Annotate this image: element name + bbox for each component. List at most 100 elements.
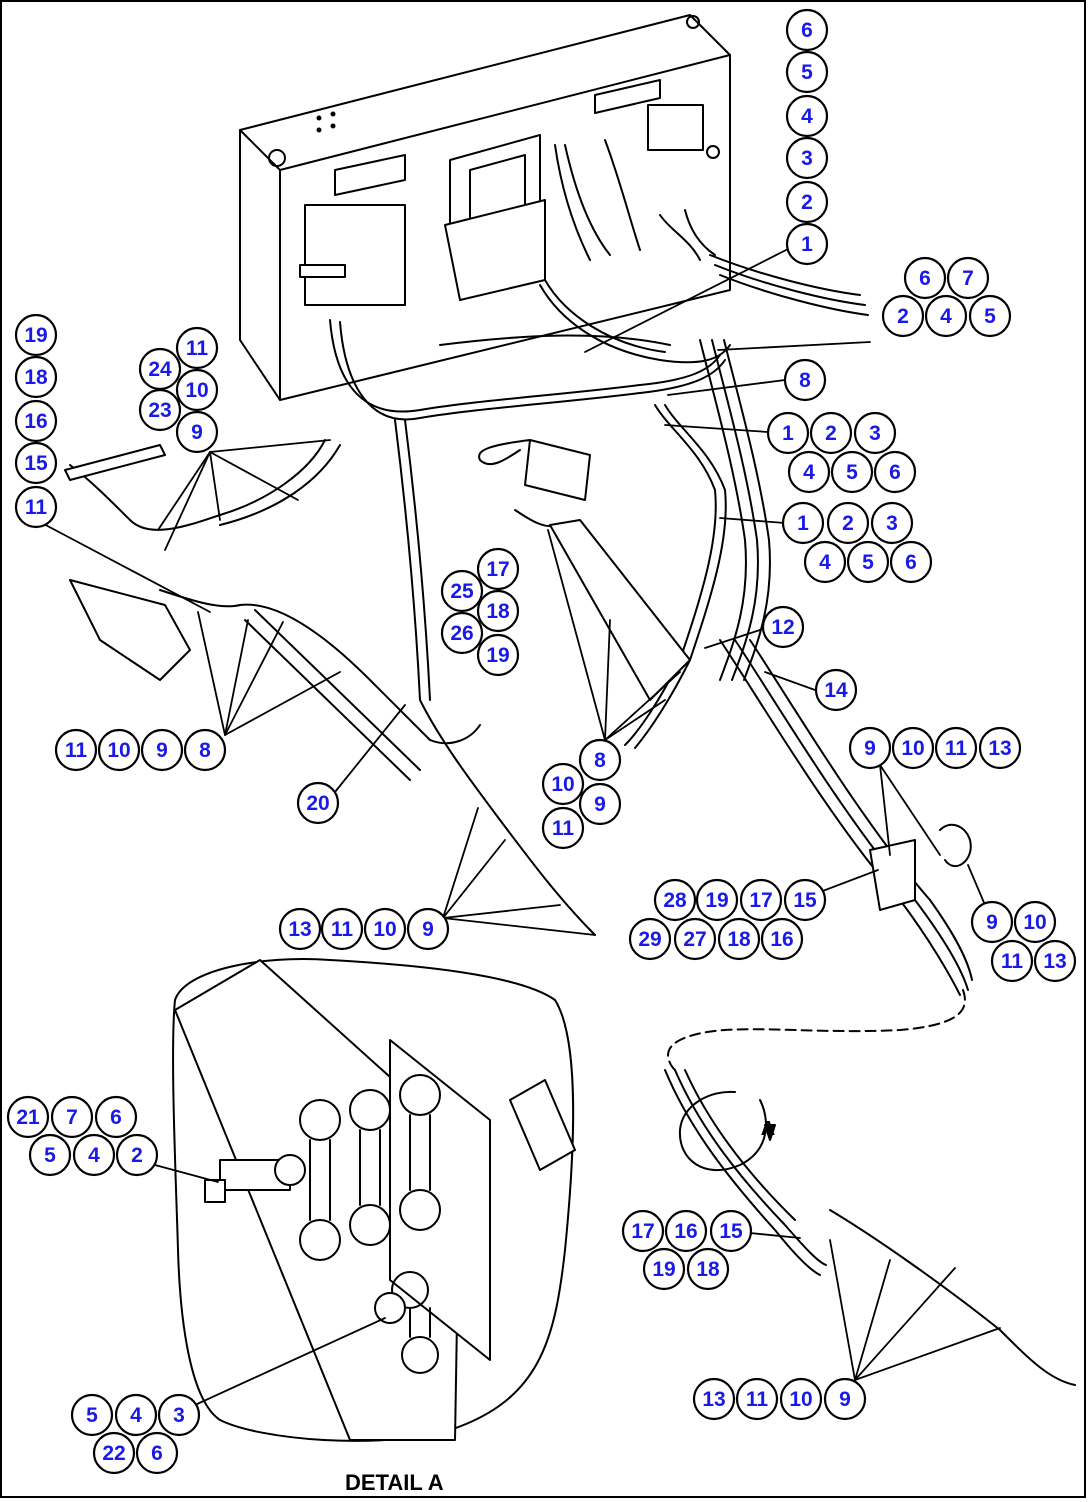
callout-number: 13 <box>988 737 1011 760</box>
callout-number: 1 <box>801 233 813 256</box>
callout-circle <box>766 411 810 455</box>
callout-number: 11 <box>331 918 354 941</box>
callout-number: 23 <box>148 399 171 422</box>
callout-circle <box>175 410 219 454</box>
callout-number: 4 <box>801 105 813 128</box>
detail-a-caption: DETAIL A <box>345 1470 444 1495</box>
callout-number: 11 <box>552 817 575 840</box>
callout-circle <box>476 589 520 633</box>
callout-circle <box>826 501 870 545</box>
callout-number: 6 <box>889 461 901 484</box>
callout-circle <box>803 540 847 584</box>
callout-number: 4 <box>803 461 815 484</box>
callout-circle <box>787 450 831 494</box>
callout-number: 8 <box>199 739 211 762</box>
callout-circle <box>92 1431 136 1475</box>
callout-number: 18 <box>727 928 751 951</box>
callout-number: 2 <box>842 512 854 535</box>
callout-number: 12 <box>771 616 794 639</box>
callout-circle <box>642 1247 686 1291</box>
callout-number: 6 <box>110 1106 122 1129</box>
callout-number: 10 <box>789 1388 812 1411</box>
callout-number: 27 <box>683 928 706 951</box>
callout-circle <box>814 668 858 712</box>
callout-circle <box>183 728 227 772</box>
callout-number: 17 <box>631 1220 654 1243</box>
callout-circle <box>296 781 340 825</box>
callout-number: 10 <box>185 379 208 402</box>
callout-number: 17 <box>749 889 772 912</box>
callout-number: 5 <box>44 1144 56 1167</box>
callout-number: 6 <box>919 267 931 290</box>
callout-number: 4 <box>819 551 831 574</box>
callout-number: 18 <box>486 600 510 623</box>
callout-circle <box>924 294 968 338</box>
callout-group-label-14: 14 <box>814 668 858 712</box>
callout-circle <box>978 726 1022 770</box>
callout-number: 2 <box>801 191 813 214</box>
callout-number: 13 <box>1043 950 1066 973</box>
callout-circle <box>870 501 914 545</box>
callout-circle <box>934 726 978 770</box>
callout-number: 15 <box>793 889 817 912</box>
callout-circle <box>739 878 783 922</box>
detail-a-view <box>172 958 576 1442</box>
callout-circle <box>406 907 450 951</box>
callout-number: 3 <box>869 422 881 445</box>
callout-circle <box>363 907 407 951</box>
callout-circle <box>830 450 874 494</box>
callout-number: 19 <box>24 324 47 347</box>
callout-circle <box>785 94 829 138</box>
callout-number: 3 <box>886 512 898 535</box>
callout-circle <box>14 313 58 357</box>
callout-number: 16 <box>674 1220 697 1243</box>
callout-number: 11 <box>25 496 48 519</box>
callout-number: 17 <box>486 558 509 581</box>
callout-circle <box>138 388 182 432</box>
callout-number: 9 <box>156 739 168 762</box>
callout-number: 1 <box>782 422 794 445</box>
callout-number: 2 <box>131 1144 143 1167</box>
callout-number: 6 <box>905 551 917 574</box>
callout-number: 11 <box>186 337 209 360</box>
callout-number: 8 <box>799 369 811 392</box>
leader-lines <box>39 247 1001 1406</box>
callout-number: 3 <box>801 147 813 170</box>
callout-number: 10 <box>901 737 924 760</box>
callout-circle <box>717 917 761 961</box>
callout-circle <box>692 1377 736 1421</box>
callout-number: 25 <box>450 580 474 603</box>
callout-number: 6 <box>151 1442 163 1465</box>
callout-number: 11 <box>1001 950 1024 973</box>
callout-number: 2 <box>897 305 909 328</box>
dashed-wire-continuation <box>667 989 966 1071</box>
callout-circle <box>785 222 829 266</box>
callout-circle <box>50 1095 94 1139</box>
callout-number: 11 <box>746 1388 769 1411</box>
callout-group-label-12: 12 <box>761 605 805 649</box>
callout-circle <box>440 611 484 655</box>
callout-circle <box>157 1393 201 1437</box>
callout-number: 13 <box>702 1388 725 1411</box>
callout-number: 16 <box>24 410 47 433</box>
callout-number: 5 <box>862 551 874 574</box>
callout-circle <box>761 605 805 649</box>
wire-harness <box>64 254 1076 1386</box>
callout-number: 7 <box>962 267 974 290</box>
callout-circle <box>785 136 829 180</box>
callout-circle <box>1013 900 1057 944</box>
callout-number: 26 <box>450 622 473 645</box>
callout-number: 19 <box>705 889 728 912</box>
callout-number: 10 <box>551 773 574 796</box>
callout-number: 3 <box>173 1404 185 1427</box>
detail-marker-letter: A <box>761 1118 775 1140</box>
callout-number: 5 <box>846 461 858 484</box>
